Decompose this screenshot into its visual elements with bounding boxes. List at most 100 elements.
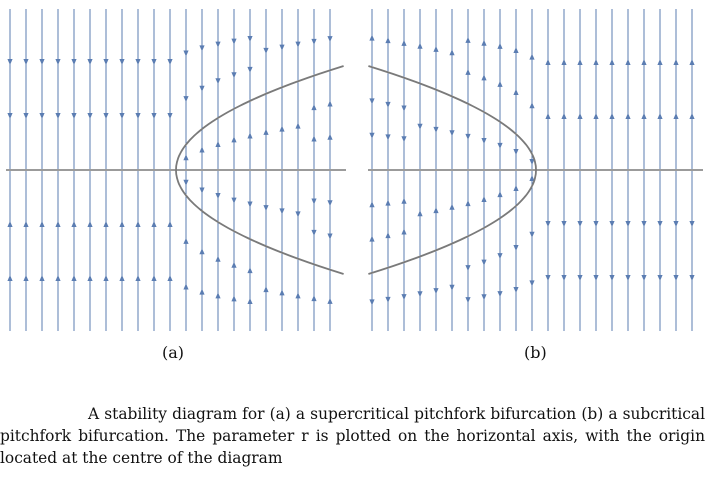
arrow-head [135, 59, 141, 65]
arrow-head [199, 85, 205, 92]
arrow-head [481, 294, 487, 301]
arrow-head [135, 113, 141, 119]
arrow-head [215, 292, 221, 299]
arrow-head [263, 47, 269, 54]
arrow-head [561, 113, 567, 119]
arrow-head [151, 59, 157, 65]
arrow-head [401, 105, 407, 112]
arrow-head [529, 231, 535, 238]
arrow-head [279, 44, 285, 51]
arrow-head [625, 275, 631, 281]
arrow-head [513, 184, 519, 191]
arrow-head [55, 59, 61, 65]
arrow-head [481, 195, 487, 202]
arrow-head [103, 221, 109, 227]
arrow-head [215, 78, 221, 85]
panel-b-label: (b) [524, 343, 547, 362]
arrow-head [183, 50, 189, 57]
arrow-head [87, 221, 93, 227]
arrow-head [497, 253, 503, 260]
arrow-head [561, 59, 567, 65]
arrow-head [311, 295, 317, 302]
arrow-head [295, 292, 301, 299]
arrow-head [55, 113, 61, 119]
arrow-head [417, 291, 423, 298]
arrow-head [529, 102, 535, 109]
stability-diagram [6, 9, 703, 331]
arrow-head [167, 275, 173, 281]
arrow-head [87, 59, 93, 65]
arrow-head [433, 45, 439, 52]
arrow-head [545, 59, 551, 65]
arrow-head [417, 123, 423, 130]
arrow-head [247, 35, 253, 42]
arrow-head [385, 101, 391, 108]
arrow-head [247, 201, 253, 208]
arrow-head [385, 134, 391, 141]
arrow-head [609, 59, 615, 65]
arrow-head [103, 59, 109, 65]
arrow-head [657, 221, 663, 227]
arrow-head [369, 98, 375, 105]
arrow-head [433, 207, 439, 214]
arrow-head [103, 113, 109, 119]
arrow-head [135, 275, 141, 281]
arrow-head [119, 113, 125, 119]
arrow-head [465, 297, 471, 304]
arrow-head [215, 193, 221, 200]
arrow-head [625, 221, 631, 227]
arrow-head [497, 142, 503, 149]
arrow-head [689, 221, 695, 227]
arrow-head [657, 113, 663, 119]
arrow-head [689, 59, 695, 65]
arrow-head [263, 286, 269, 293]
arrow-head [385, 37, 391, 44]
arrow-head [327, 100, 333, 107]
arrow-head [513, 89, 519, 96]
arrow-head [385, 232, 391, 239]
arrow-head [465, 200, 471, 207]
arrow-head [465, 265, 471, 272]
arrow-head [433, 288, 439, 295]
arrow-head [103, 275, 109, 281]
arrow-head [657, 275, 663, 281]
arrow-head [545, 113, 551, 119]
arrow-head [449, 203, 455, 210]
arrow-head [295, 41, 301, 48]
arrow-head [295, 211, 301, 218]
arrow-head [625, 113, 631, 119]
arrow-head [183, 96, 189, 103]
arrow-head [39, 221, 45, 227]
arrow-head [673, 59, 679, 65]
arrow-head [529, 175, 535, 182]
arrow-head [449, 130, 455, 137]
arrow-head [593, 275, 599, 281]
arrow-head [23, 221, 29, 227]
arrow-head [689, 113, 695, 119]
arrow-head [529, 280, 535, 287]
arrow-head [609, 221, 615, 227]
arrow-head [401, 294, 407, 301]
arrow-head [231, 197, 237, 204]
arrow-head [327, 233, 333, 240]
arrow-head [417, 42, 423, 49]
panel-a-label: (a) [162, 343, 185, 362]
arrow-head [465, 68, 471, 75]
caption-text: A stability diagram for (a) a supercriti… [0, 405, 705, 467]
arrow-head [593, 59, 599, 65]
arrow-head [183, 283, 189, 290]
arrow-head [23, 275, 29, 281]
arrow-head [327, 36, 333, 43]
arrow-head [87, 275, 93, 281]
arrow-head [199, 45, 205, 52]
bifurcation-curve [368, 65, 537, 275]
arrow-head [673, 113, 679, 119]
arrow-head [151, 113, 157, 119]
arrow-head [385, 199, 391, 206]
arrow-head [215, 255, 221, 262]
arrow-head [641, 113, 647, 119]
arrow-head [561, 275, 567, 281]
arrow-head [71, 113, 77, 119]
arrow-head [513, 149, 519, 156]
arrow-head [433, 126, 439, 133]
